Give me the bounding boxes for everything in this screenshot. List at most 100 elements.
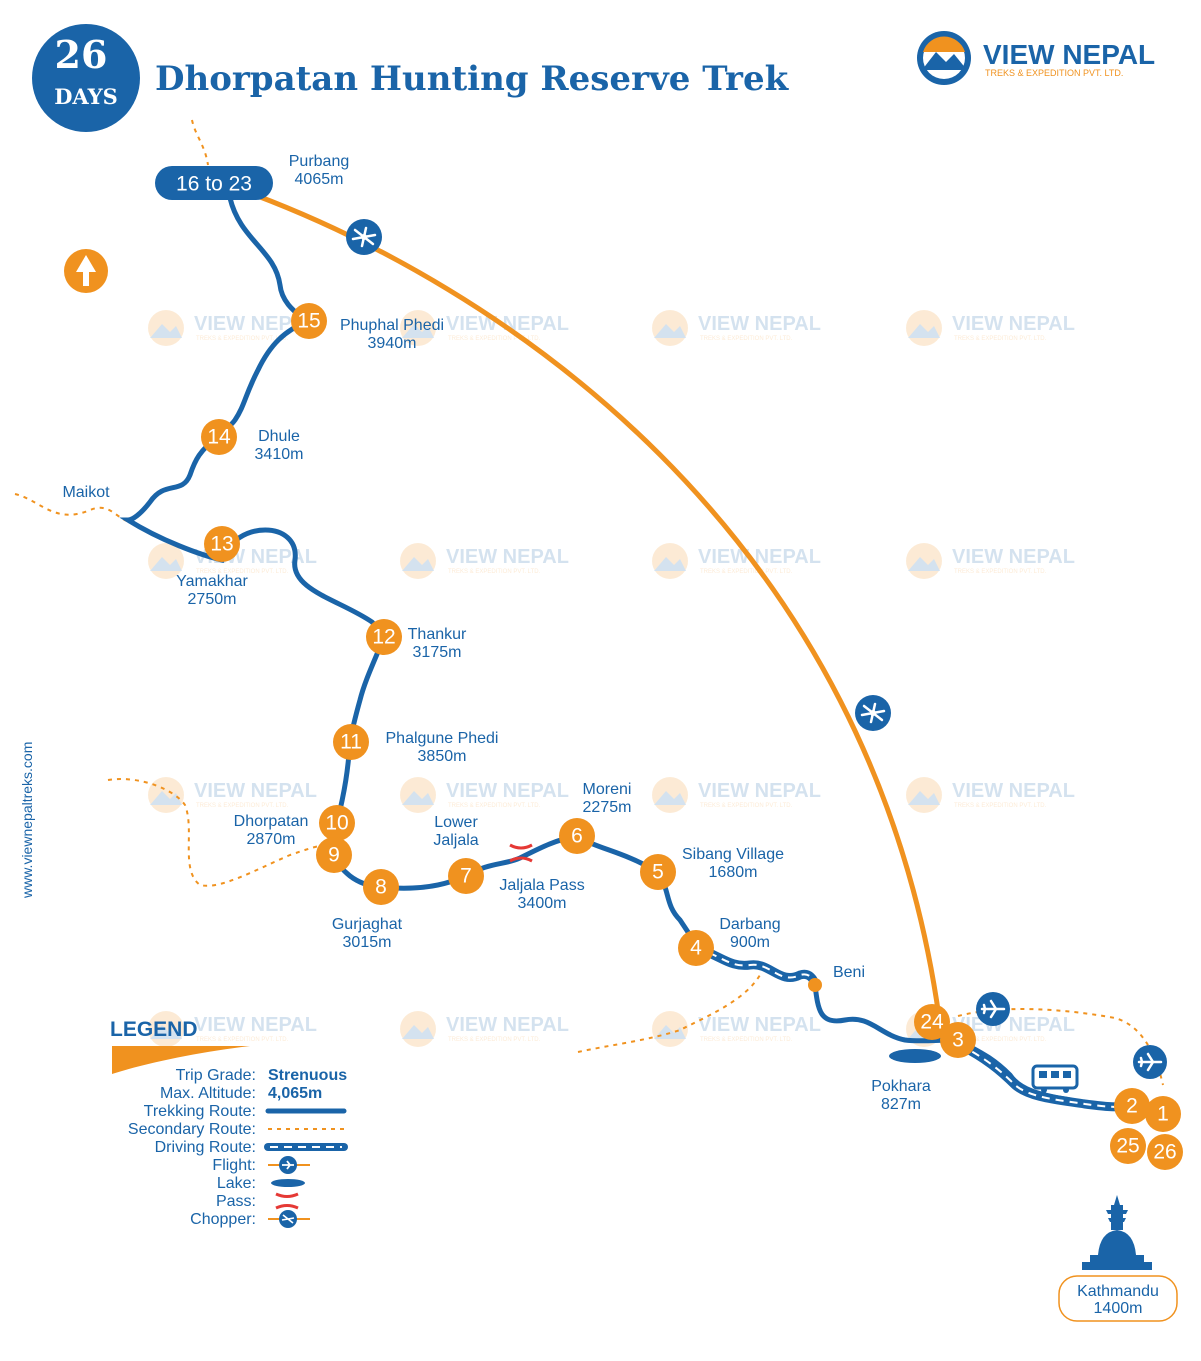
- svg-text:TREKS & EXPEDITION PVT. LTD.: TREKS & EXPEDITION PVT. LTD.: [196, 569, 289, 575]
- legend-max-altitude-label: Max. Altitude:: [160, 1085, 256, 1102]
- svg-text:TREKS & EXPEDITION PVT. LTD.: TREKS & EXPEDITION PVT. LTD.: [700, 569, 793, 575]
- stop-11: 11: [333, 724, 369, 760]
- svg-text:16 to 23: 16 to 23: [176, 173, 252, 196]
- svg-text:14: 14: [207, 426, 231, 449]
- svg-text:8: 8: [375, 876, 387, 899]
- watermark: VIEW NEPAL TREKS & EXPEDITION PVT. LTD.: [400, 1011, 569, 1047]
- watermark: VIEW NEPAL TREKS & EXPEDITION PVT. LTD.: [400, 310, 569, 346]
- svg-text:5: 5: [652, 861, 664, 884]
- svg-text:3410m: 3410m: [255, 446, 304, 463]
- svg-text:13: 13: [210, 533, 233, 556]
- watermark: VIEW NEPAL TREKS & EXPEDITION PVT. LTD.: [148, 777, 317, 813]
- legend-pass-label: Pass:: [216, 1193, 256, 1210]
- svg-text:6: 6: [571, 825, 583, 848]
- svg-text:900m: 900m: [730, 934, 770, 951]
- label-darbang: Darbang 900m: [719, 916, 780, 951]
- stop-8: 8: [363, 869, 399, 905]
- stop-1: 1: [1145, 1096, 1181, 1132]
- svg-text:26: 26: [1153, 1141, 1176, 1164]
- legend-swoosh: [112, 1046, 250, 1074]
- stop-5: 5: [640, 854, 676, 890]
- watermark: VIEW NEPAL TREKS & EXPEDITION PVT. LTD.: [906, 310, 1075, 346]
- svg-text:TREKS & EXPEDITION PVT. LTD.: TREKS & EXPEDITION PVT. LTD.: [448, 803, 541, 809]
- label-purbang: Purbang 4065m: [289, 153, 350, 188]
- svg-text:TREKS & EXPEDITION PVT. LTD.: TREKS & EXPEDITION PVT. LTD.: [700, 1037, 793, 1043]
- svg-text:VIEW NEPAL: VIEW NEPAL: [194, 1014, 317, 1036]
- legend-trekking-label: Trekking Route:: [144, 1103, 256, 1120]
- label-kathmandu: Kathmandu 1400m: [1058, 1275, 1178, 1322]
- svg-text:7: 7: [460, 865, 472, 888]
- brand-tagline: TREKS & EXPEDITION PVT. LTD.: [985, 68, 1123, 78]
- legend-secondary-label: Secondary Route:: [128, 1121, 256, 1138]
- label-beni: Beni: [833, 964, 865, 981]
- stop-9: 9: [316, 837, 352, 873]
- svg-text:3015m: 3015m: [343, 934, 392, 951]
- stop-10: 10: [319, 805, 355, 841]
- svg-text:3: 3: [952, 1029, 964, 1052]
- svg-text:TREKS & EXPEDITION PVT. LTD.: TREKS & EXPEDITION PVT. LTD.: [196, 336, 289, 342]
- watermarks: VIEW NEPAL TREKS & EXPEDITION PVT. LTD. …: [148, 310, 1075, 1047]
- page-title: Dhorpatan Hunting Reserve Trek: [155, 59, 790, 99]
- svg-text:12: 12: [372, 626, 395, 649]
- label-gurjaghat: Gurjaghat 3015m: [332, 916, 403, 951]
- svg-text:Phalgune Phedi: Phalgune Phedi: [386, 730, 499, 747]
- label-maikot: Maikot: [62, 484, 110, 501]
- label-phalgune-phedi: Phalgune Phedi 3850m: [386, 730, 499, 765]
- stop-14: 14: [201, 419, 237, 455]
- svg-text:TREKS & EXPEDITION PVT. LTD.: TREKS & EXPEDITION PVT. LTD.: [448, 1037, 541, 1043]
- watermark: VIEW NEPAL TREKS & EXPEDITION PVT. LTD.: [652, 777, 821, 813]
- svg-text:Kathmandu: Kathmandu: [1077, 1283, 1159, 1300]
- legend-max-altitude-value: 4,065m: [268, 1085, 322, 1102]
- stop-3: 3: [940, 1022, 976, 1058]
- label-phuphal-phedi: Phuphal Phedi 3940m: [340, 317, 444, 352]
- watermark: VIEW NEPAL TREKS & EXPEDITION PVT. LTD.: [652, 543, 821, 579]
- svg-text:TREKS & EXPEDITION PVT. LTD.: TREKS & EXPEDITION PVT. LTD.: [954, 336, 1047, 342]
- label-dhorpatan: Dhorpatan 2870m: [234, 813, 309, 848]
- label-moreni: Moreni 2275m: [583, 781, 632, 816]
- stop-16-23: 16 to 23: [155, 166, 273, 200]
- legend-title: LEGEND: [110, 1018, 198, 1041]
- watermark: VIEW NEPAL TREKS & EXPEDITION PVT. LTD.: [400, 777, 569, 813]
- svg-text:3850m: 3850m: [418, 748, 467, 765]
- stop-25: 25: [1110, 1128, 1146, 1164]
- svg-text:TREKS & EXPEDITION PVT. LTD.: TREKS & EXPEDITION PVT. LTD.: [954, 803, 1047, 809]
- svg-text:Jaljala: Jaljala: [433, 832, 478, 849]
- svg-text:Gurjaghat: Gurjaghat: [332, 916, 403, 933]
- stop-24: 24: [914, 1004, 950, 1040]
- svg-text:VIEW NEPAL: VIEW NEPAL: [698, 546, 821, 568]
- stop-2: 2: [1114, 1088, 1150, 1124]
- legend-lake-label: Lake:: [217, 1175, 256, 1192]
- svg-text:VIEW NEPAL: VIEW NEPAL: [698, 780, 821, 802]
- airplane-icon: [976, 992, 1010, 1026]
- svg-text:Lower: Lower: [434, 814, 478, 831]
- svg-text:Pokhara: Pokhara: [871, 1078, 931, 1095]
- watermark: VIEW NEPAL TREKS & EXPEDITION PVT. LTD.: [400, 543, 569, 579]
- legend-trip-grade-label: Trip Grade:: [176, 1067, 256, 1084]
- pass-icon: [509, 843, 533, 863]
- svg-text:Dhule: Dhule: [258, 428, 300, 445]
- label-yamakhar: Yamakhar 2750m: [176, 573, 248, 608]
- svg-text:3175m: 3175m: [413, 644, 462, 661]
- svg-text:2870m: 2870m: [247, 831, 296, 848]
- svg-text:1400m: 1400m: [1094, 1300, 1143, 1317]
- label-thankur: Thankur 3175m: [408, 626, 467, 661]
- watermark: VIEW NEPAL TREKS & EXPEDITION PVT. LTD.: [652, 310, 821, 346]
- svg-text:24: 24: [920, 1011, 944, 1034]
- day-badge: 26 DAYS: [32, 24, 140, 132]
- legend-pass-icon: [275, 1192, 299, 1210]
- svg-text:Purbang: Purbang: [289, 153, 350, 170]
- legend-chopper-label: Chopper:: [190, 1211, 256, 1228]
- stop-13: 13: [204, 526, 240, 562]
- watermark: VIEW NEPAL TREKS & EXPEDITION PVT. LTD.: [148, 1011, 317, 1047]
- label-pokhara: Pokhara 827m: [871, 1078, 931, 1113]
- svg-text:Dhorpatan: Dhorpatan: [234, 813, 309, 830]
- stop-7: 7: [448, 858, 484, 894]
- badge-unit: DAYS: [54, 84, 118, 109]
- svg-text:TREKS & EXPEDITION PVT. LTD.: TREKS & EXPEDITION PVT. LTD.: [954, 569, 1047, 575]
- brand-logo: VIEW NEPAL TREKS & EXPEDITION PVT. LTD.: [917, 31, 1155, 85]
- svg-text:VIEW NEPAL: VIEW NEPAL: [446, 1014, 569, 1036]
- legend-driving-label: Driving Route:: [155, 1139, 256, 1156]
- svg-text:9: 9: [328, 844, 340, 867]
- helicopter-icon: [855, 695, 891, 731]
